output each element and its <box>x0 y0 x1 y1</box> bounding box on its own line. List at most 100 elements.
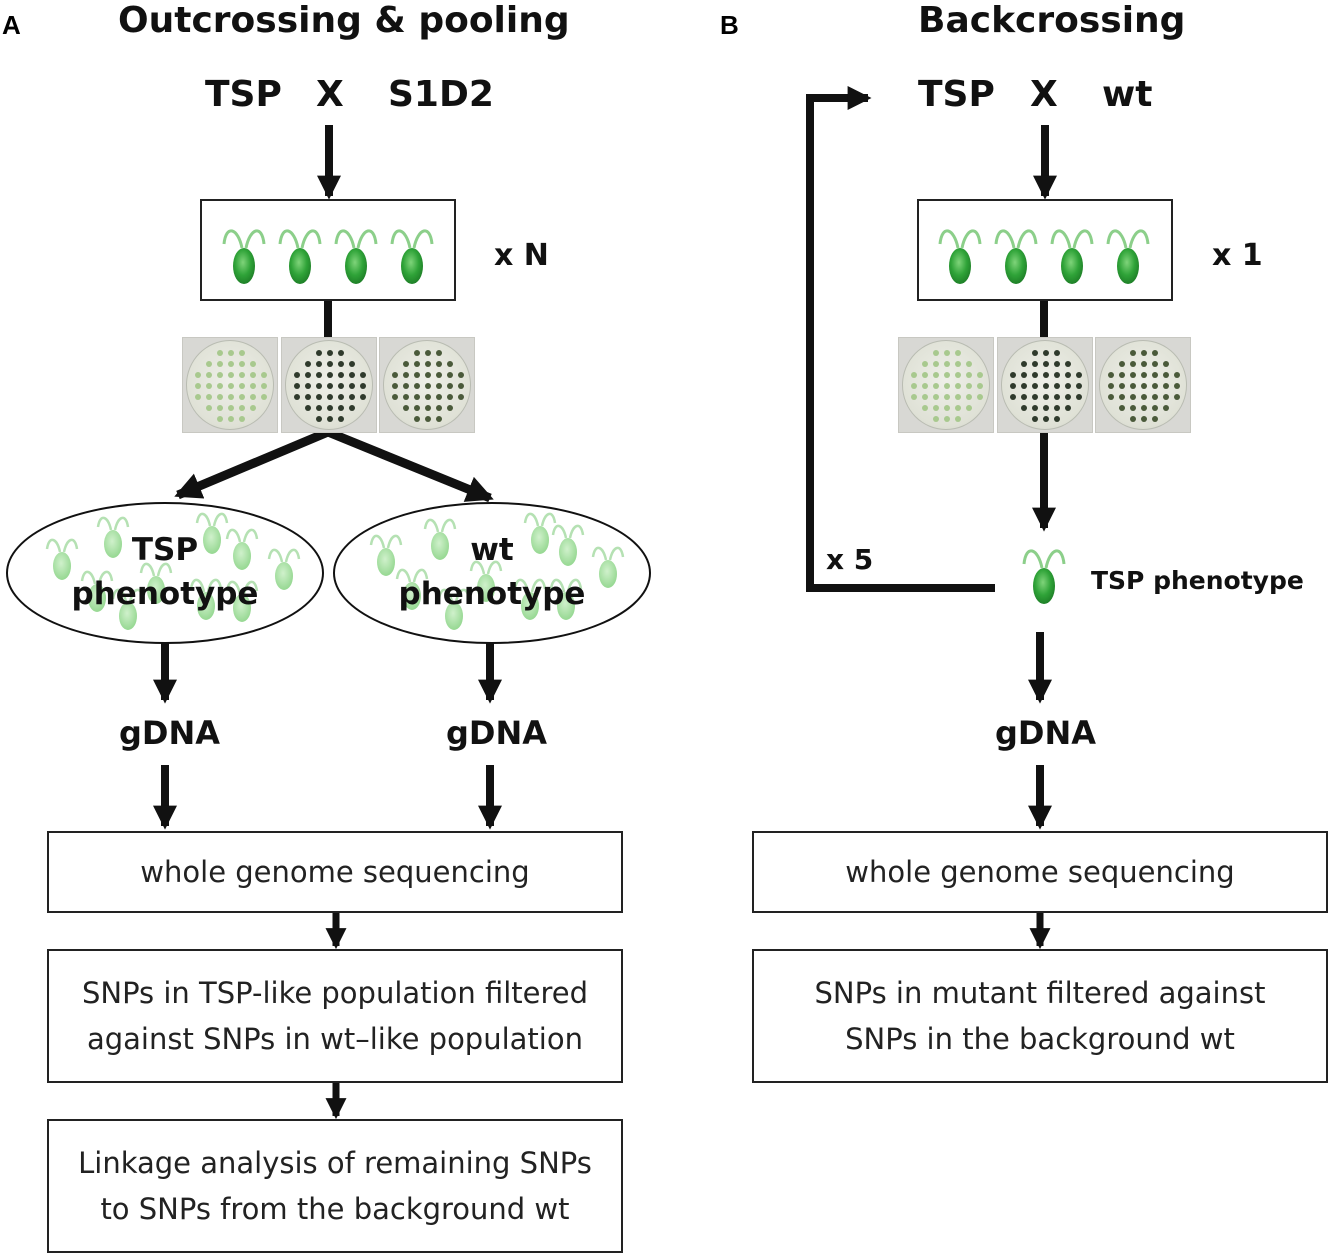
agar-plate-icon <box>182 337 278 433</box>
colony-dot <box>239 383 245 389</box>
colony-dot <box>933 361 939 367</box>
colony-dot <box>1043 416 1049 422</box>
colony-dot <box>447 383 453 389</box>
colony-dot <box>316 361 322 367</box>
pool-label-wt-line2: phenotype <box>398 576 586 612</box>
colony-dot <box>1152 383 1158 389</box>
colony-dot <box>1021 383 1027 389</box>
colony-dot <box>414 416 420 422</box>
colony-dot <box>933 372 939 378</box>
colony-dot <box>414 383 420 389</box>
colony-dot <box>206 394 212 400</box>
colony-dot <box>1119 361 1125 367</box>
colony-dot <box>228 405 234 411</box>
pool-label-tsp-line1: TSP <box>131 532 199 568</box>
colony-dot <box>1152 361 1158 367</box>
gdna-label-left: gDNA <box>119 714 221 752</box>
colony-dot <box>294 383 300 389</box>
colony-dot <box>944 372 950 378</box>
panel-title-a: Outcrossing & pooling <box>118 0 570 41</box>
colony-dot <box>206 405 212 411</box>
colony-dot <box>195 394 201 400</box>
colony-dot <box>327 350 333 356</box>
cross-parent-right-b: wt <box>1102 74 1153 115</box>
arrow-split-right <box>326 427 494 503</box>
colony-dot <box>305 394 311 400</box>
colony-dot <box>1065 372 1071 378</box>
colony-dot <box>239 372 245 378</box>
pool-label-wt-line1: wt <box>470 532 514 568</box>
step-text-b-2: SNPs in mutant filtered against SNPs in … <box>814 976 1266 1056</box>
colony-dot <box>1032 383 1038 389</box>
colony-dot <box>436 394 442 400</box>
colony-dot <box>447 361 453 367</box>
colony-dot <box>250 383 256 389</box>
colony-dot <box>239 394 245 400</box>
colony-dot <box>922 394 928 400</box>
colony-dot <box>327 383 333 389</box>
colony-dot <box>1130 361 1136 367</box>
colony-dot <box>966 405 972 411</box>
colony-dot <box>403 383 409 389</box>
colony-dot <box>1141 416 1147 422</box>
colony-dot <box>1130 383 1136 389</box>
colony-dot <box>305 372 311 378</box>
colony-dot <box>261 383 267 389</box>
colony-dot <box>436 361 442 367</box>
colony-dot <box>922 383 928 389</box>
colony-dot <box>955 405 961 411</box>
colony-dot <box>1130 416 1136 422</box>
colony-dot <box>1163 361 1169 367</box>
colony-dot <box>316 405 322 411</box>
colony-dot <box>228 372 234 378</box>
colony-dot <box>316 383 322 389</box>
colony-dot <box>1152 394 1158 400</box>
colony-dot <box>425 350 431 356</box>
colony-dot <box>403 394 409 400</box>
colony-dot <box>436 405 442 411</box>
colony-dot <box>217 405 223 411</box>
colony-dot <box>338 405 344 411</box>
colony-dot <box>327 372 333 378</box>
colony-dot <box>1076 372 1082 378</box>
step-box-b-1: whole genome sequencing <box>752 831 1328 913</box>
colony-dot <box>414 405 420 411</box>
colony-dot <box>966 394 972 400</box>
colony-dot <box>217 383 223 389</box>
colony-dot <box>1054 405 1060 411</box>
colony-dot <box>977 372 983 378</box>
colony-dot <box>955 372 961 378</box>
colony-dot <box>1141 394 1147 400</box>
colony-dot <box>436 350 442 356</box>
colony-dot <box>425 383 431 389</box>
colony-dot <box>239 350 245 356</box>
colony-dot <box>261 372 267 378</box>
colony-dot <box>933 350 939 356</box>
colony-dot <box>1119 405 1125 411</box>
panel-b-graphics <box>806 86 1057 950</box>
colony-dot <box>360 383 366 389</box>
colony-dot <box>1163 372 1169 378</box>
colony-dot <box>228 383 234 389</box>
colony-dot <box>1152 405 1158 411</box>
colony-dot <box>305 361 311 367</box>
colony-dot <box>239 361 245 367</box>
cross-parent-left-b: TSP <box>918 74 995 115</box>
colony-dot <box>392 383 398 389</box>
colony-dot <box>977 394 983 400</box>
colony-dot <box>217 350 223 356</box>
colony-dot <box>239 416 245 422</box>
step-box-a-2: SNPs in TSP-like population filtered aga… <box>47 949 623 1083</box>
colony-dot <box>228 350 234 356</box>
colony-dot <box>933 383 939 389</box>
pool-label-tsp: TSP phenotype <box>60 528 270 616</box>
colony-dot <box>239 405 245 411</box>
colony-dot <box>1130 350 1136 356</box>
colony-dot <box>217 361 223 367</box>
colony-dot <box>414 394 420 400</box>
multiplier-a: x N <box>494 238 549 273</box>
colony-dot <box>360 394 366 400</box>
colony-dot <box>250 394 256 400</box>
colony-dot <box>955 416 961 422</box>
